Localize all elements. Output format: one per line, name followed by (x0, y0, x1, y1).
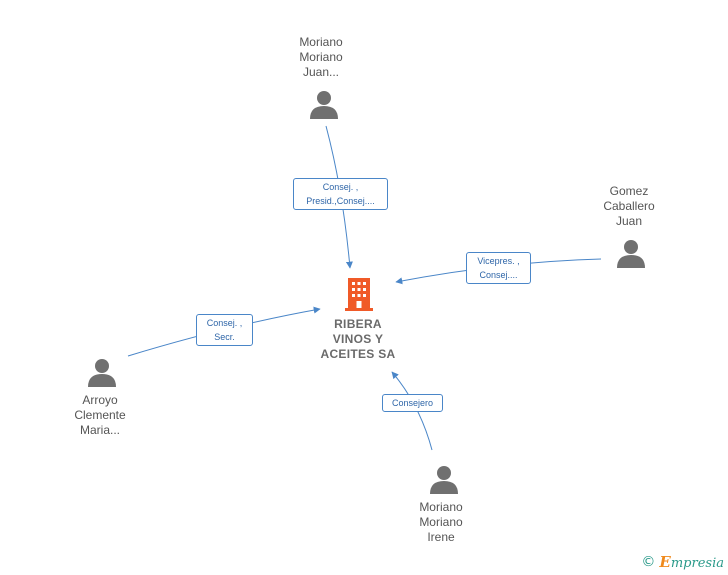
person-icon[interactable] (616, 238, 646, 268)
edge-label-moriano-irene[interactable]: Consejero (382, 394, 443, 412)
edge-label-arroyo-maria[interactable]: Consej. , Secr. (196, 314, 253, 346)
copyright-icon: © (641, 554, 656, 570)
person-name-arroyo-maria[interactable]: Arroyo Clemente Maria... (74, 393, 126, 437)
brand-logo: Empresia (659, 553, 724, 571)
building-icon[interactable] (344, 276, 374, 312)
company-name[interactable]: RIBERA VINOS Y ACEITES SA (320, 317, 396, 361)
edge-label-moriano-juan[interactable]: Consej. , Presid.,Consej.... (293, 178, 388, 210)
person-icon[interactable] (87, 357, 117, 387)
person-icon[interactable] (309, 89, 339, 119)
brand-footer[interactable]: © Empresia (641, 553, 724, 571)
edge-label-gomez-juan[interactable]: Vicepres. , Consej.... (466, 252, 531, 284)
person-icon[interactable] (429, 464, 459, 494)
person-name-moriano-juan[interactable]: Moriano Moriano Juan... (299, 35, 343, 79)
person-name-moriano-irene[interactable]: Moriano Moriano Irene (419, 500, 463, 544)
person-name-gomez-juan[interactable]: Gomez Caballero Juan (603, 184, 655, 228)
